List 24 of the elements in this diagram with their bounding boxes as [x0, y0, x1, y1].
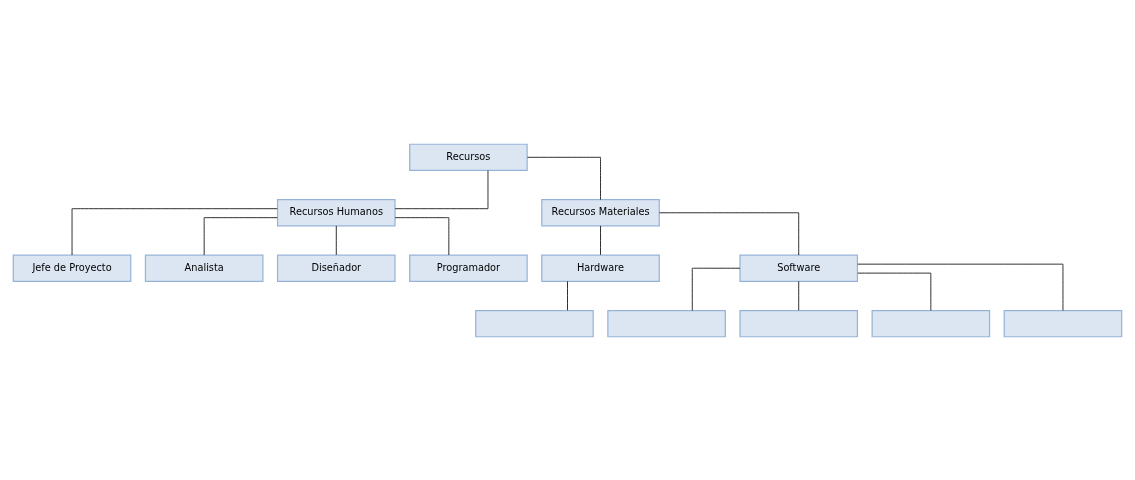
- connector: [71, 207, 278, 255]
- connector: [394, 216, 450, 255]
- connector: [659, 211, 800, 255]
- node-box: [475, 309, 594, 337]
- node-box: Programador: [409, 254, 528, 282]
- connector: [567, 280, 568, 311]
- connector: [527, 156, 601, 200]
- connector: [691, 267, 741, 311]
- node-box: Jefe de Proyecto: [12, 254, 132, 282]
- node-box: Recursos Humanos: [276, 198, 396, 226]
- node-box: Recursos: [409, 143, 528, 171]
- node-box: Analista: [144, 254, 264, 282]
- connector: [203, 216, 278, 255]
- node-box: Software: [739, 254, 859, 282]
- node-box: [739, 309, 859, 337]
- node-box: [607, 309, 726, 337]
- connector: [600, 225, 601, 255]
- node-box: Hardware: [541, 254, 660, 282]
- node-box: [1003, 309, 1123, 337]
- node-box: [871, 309, 991, 337]
- connector: [335, 225, 337, 255]
- connector: [394, 169, 489, 209]
- node-box: Diseñador: [276, 254, 396, 282]
- node-box: Recursos Materiales: [541, 198, 660, 226]
